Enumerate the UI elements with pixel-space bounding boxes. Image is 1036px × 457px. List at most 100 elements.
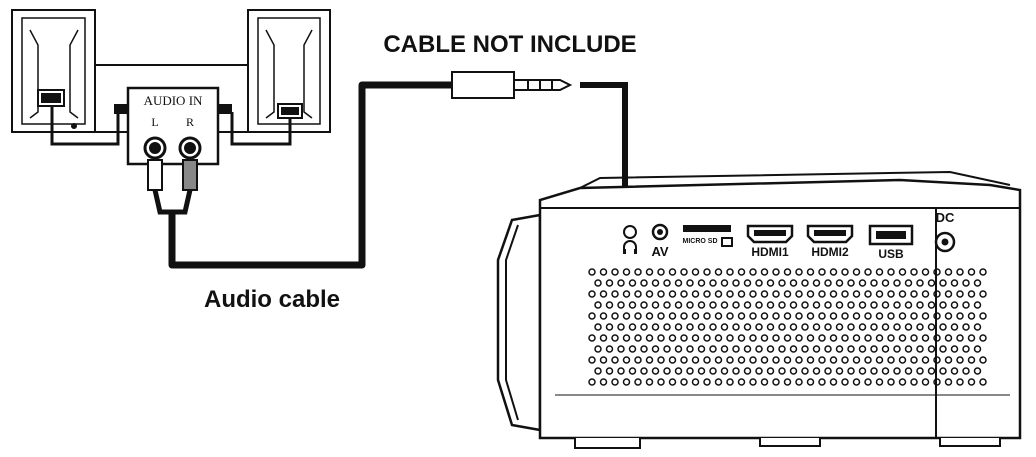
- grille-hole: [818, 378, 826, 386]
- grille-hole: [910, 356, 918, 364]
- grille-hole: [801, 323, 809, 331]
- speaker-base-unit: [94, 64, 249, 166]
- grille-hole: [599, 334, 608, 342]
- grille-hole: [875, 356, 884, 364]
- grille-hole: [864, 378, 872, 386]
- grille-hole: [651, 345, 660, 353]
- grille-hole: [634, 268, 642, 276]
- grille-hole: [651, 301, 660, 309]
- grille-hole: [979, 334, 987, 342]
- grille-hole: [824, 367, 832, 375]
- grille-hole: [651, 367, 660, 375]
- grille-hole: [944, 334, 953, 342]
- grille-hole: [904, 367, 913, 375]
- grille-hole: [709, 301, 717, 309]
- grille-hole: [726, 290, 734, 298]
- grille-hole: [887, 268, 895, 276]
- grille-hole: [898, 378, 907, 386]
- grille-hole: [622, 268, 631, 276]
- grille-hole: [691, 290, 700, 298]
- grille-hole: [743, 279, 752, 287]
- grille-hole: [611, 312, 619, 320]
- grille-hole: [824, 323, 832, 331]
- grille-hole: [588, 290, 596, 298]
- grille-hole: [588, 268, 596, 276]
- grille-hole: [789, 323, 798, 331]
- grille-hole: [686, 301, 694, 309]
- grille-hole: [778, 323, 786, 331]
- grille-hole: [720, 301, 729, 309]
- grille-hole: [766, 301, 775, 309]
- grille-hole: [818, 356, 826, 364]
- grille-hole: [789, 367, 798, 375]
- left-channel-label: L: [151, 115, 158, 129]
- grille-hole: [979, 378, 987, 386]
- grille-hole: [634, 378, 642, 386]
- grille-hole: [645, 312, 654, 320]
- grille-hole: [697, 301, 706, 309]
- grille-hole: [737, 290, 746, 298]
- grille-hole: [726, 356, 734, 364]
- grille-hole: [829, 312, 838, 320]
- grille-hole: [973, 301, 982, 309]
- grille-hole: [714, 268, 723, 276]
- grille-hole: [772, 268, 780, 276]
- grille-hole: [674, 323, 683, 331]
- grille-hole: [956, 356, 964, 364]
- grille-hole: [973, 323, 982, 331]
- grille-hole: [668, 312, 677, 320]
- micro-sd-label: MICRO SD: [683, 238, 718, 245]
- grille-hole: [732, 345, 740, 353]
- grille-hole: [778, 367, 786, 375]
- grille-hole: [772, 290, 780, 298]
- grille-hole: [594, 279, 602, 287]
- grille-hole: [881, 301, 890, 309]
- grille-hole: [772, 356, 780, 364]
- grille-hole: [594, 367, 602, 375]
- grille-hole: [944, 290, 953, 298]
- grille-hole: [691, 268, 700, 276]
- grille-hole: [806, 290, 815, 298]
- grille-hole: [651, 279, 660, 287]
- grille-hole: [726, 312, 734, 320]
- grille-hole: [858, 367, 867, 375]
- grille-hole: [617, 323, 625, 331]
- grille-hole: [732, 323, 740, 331]
- grille-hole: [904, 345, 913, 353]
- grille-hole: [921, 356, 930, 364]
- grille-hole: [628, 345, 637, 353]
- grille-hole: [864, 334, 872, 342]
- grille-hole: [858, 301, 867, 309]
- grille-hole: [818, 290, 826, 298]
- grille-hole: [743, 367, 752, 375]
- grille-hole: [841, 378, 849, 386]
- grille-hole: [847, 323, 855, 331]
- grille-hole: [743, 301, 752, 309]
- grille-hole: [921, 268, 930, 276]
- grille-hole: [680, 268, 688, 276]
- grille-hole: [640, 367, 648, 375]
- grille-hole: [657, 290, 665, 298]
- grille-hole: [703, 312, 711, 320]
- grille-hole: [599, 356, 608, 364]
- grille-hole: [887, 312, 895, 320]
- grille-hole: [881, 279, 890, 287]
- grille-hole: [893, 279, 901, 287]
- grille-hole: [766, 279, 775, 287]
- grille-hole: [663, 301, 671, 309]
- grille-hole: [973, 367, 982, 375]
- grille-hole: [841, 290, 849, 298]
- grille-hole: [921, 290, 930, 298]
- grille-hole: [674, 345, 683, 353]
- grille-hole: [939, 279, 947, 287]
- grille-hole: [691, 356, 700, 364]
- audio-in-label: AUDIO IN: [144, 93, 203, 108]
- grille-hole: [737, 378, 746, 386]
- grille-hole: [979, 356, 987, 364]
- grille-hole: [772, 334, 780, 342]
- grille-hole: [956, 312, 964, 320]
- grille-hole: [829, 268, 838, 276]
- grille-hole: [933, 356, 941, 364]
- grille-hole: [645, 334, 654, 342]
- grille-hole: [588, 378, 596, 386]
